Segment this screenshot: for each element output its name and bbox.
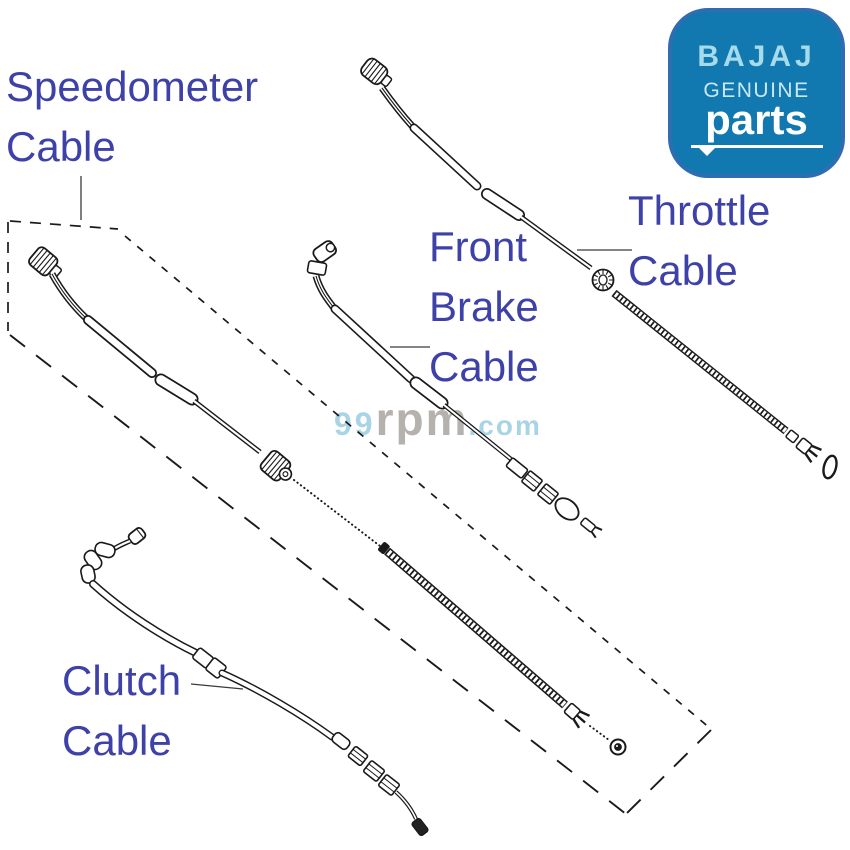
label-line: Throttle [628,187,771,234]
label-line: Cable [429,343,539,390]
label-line: Brake [429,283,539,330]
logo-genuine-text: GENUINE [703,79,810,102]
watermark: 99 rpm .com [334,392,542,446]
logo-parts-text: parts [705,96,808,143]
logo-brand-text: BAJAJ [697,40,816,73]
clutch-leader-line [190,683,244,690]
logo-underline [690,144,823,156]
clutch-cable-drawing [80,527,429,837]
label-line: Cable [6,123,116,170]
dashed-boundary-box [7,220,712,815]
throttle-cable-label: Throttle Cable [628,181,770,301]
throttle-cable-drawing [360,57,838,480]
front-brake-cable-drawing [306,240,603,539]
front-brake-cable-label: Front Brake Cable [429,217,539,397]
speedometer-inner-cable-drawing [378,542,627,756]
speedometer-cable-label: Speedometer Cable [6,57,258,177]
label-line: Cable [62,717,172,764]
logo-down-arrow-icon [698,147,715,156]
label-line: Speedometer [6,63,259,110]
speedometer-cable-drawing [28,246,381,547]
bajaj-genuine-parts-badge: BAJAJ GENUINE parts [668,8,845,178]
watermark-99: 99 [334,406,376,442]
clutch-cable-label: Clutch Cable [62,651,181,771]
label-line: Front [429,223,528,270]
label-line: Clutch [62,657,182,704]
label-line: Cable [628,247,738,294]
watermark-rpm: rpm [375,393,469,445]
